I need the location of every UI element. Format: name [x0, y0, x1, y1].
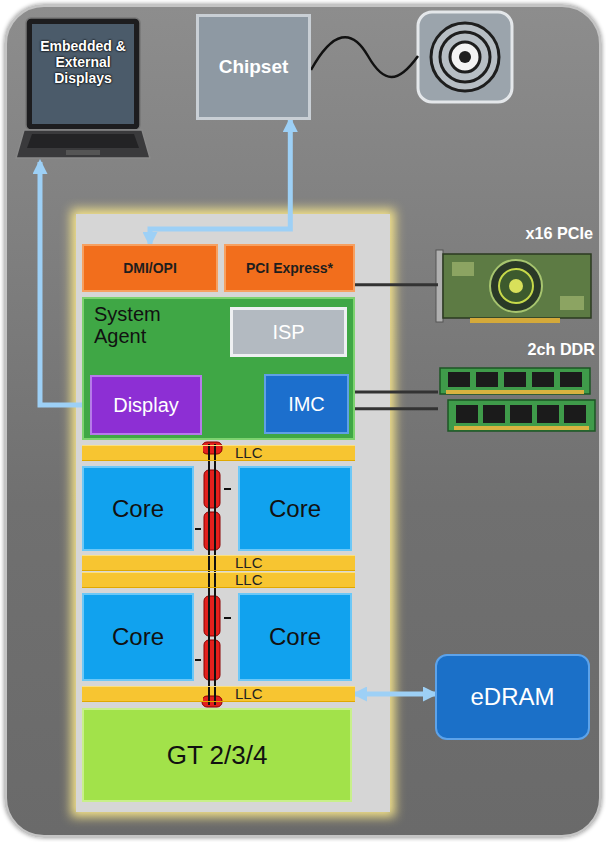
node-label: GT 2/3/4: [167, 740, 268, 771]
chipset-box: Chipset: [196, 14, 311, 120]
graphics-block: GT 2/3/4: [82, 708, 352, 802]
node-label: LLC: [235, 687, 263, 701]
isp-block: ISP: [230, 307, 347, 357]
cpu-core: Core: [238, 593, 352, 681]
edram-box: eDRAM: [435, 654, 590, 740]
node-label: IMC: [288, 393, 325, 416]
node-label: Display: [113, 394, 179, 417]
node-label: Core: [112, 495, 164, 523]
node-label: LLC: [235, 556, 263, 570]
memory-modules: 2ch DDR: [438, 338, 595, 436]
link-line: [349, 391, 438, 394]
cpu-core: Core: [82, 593, 194, 681]
node-label: x16 PCIe: [526, 224, 594, 243]
node-label: Embedded & External Displays: [38, 38, 128, 86]
io-block: PCI Express*: [224, 244, 355, 292]
node-label: System Agent: [94, 303, 214, 347]
graphics-card: x16 PCIe: [438, 222, 593, 322]
node-label: Core: [112, 623, 164, 651]
node-label: eDRAM: [470, 683, 554, 711]
dimm-illustration: [440, 368, 595, 431]
link-line: [355, 283, 438, 286]
cache-band: LLC: [82, 572, 355, 588]
cache-band: LLC: [82, 555, 355, 571]
node-label: 2ch DDR: [528, 340, 595, 359]
node-label: LLC: [235, 446, 263, 460]
cable-wire: [311, 37, 418, 77]
graphics-card-illustration: [436, 250, 591, 323]
io-block: DMI/OPI: [82, 244, 218, 292]
node-label: LLC: [235, 573, 263, 587]
node-label: Core: [269, 623, 321, 651]
cache-band: LLC: [82, 445, 355, 461]
cache-band: LLC: [82, 686, 355, 702]
display-block: Display: [90, 375, 202, 435]
bus-arrow: [355, 692, 435, 697]
cpu-core: Core: [238, 466, 352, 551]
display-laptop: Embedded & External Displays: [18, 12, 146, 162]
link-line: [349, 407, 438, 410]
laptop-illustration: [16, 18, 150, 158]
node-label: Chipset: [219, 56, 289, 78]
system-agent: System Agent ISP Display IMC: [82, 297, 355, 440]
bus-arrow: [150, 120, 290, 244]
node-label: DMI/OPI: [123, 260, 177, 276]
node-label: PCI Express*: [246, 260, 333, 276]
node-label: Core: [269, 495, 321, 523]
webcam-illustration: [418, 12, 512, 102]
node-label: ISP: [272, 321, 304, 344]
memory-controller: IMC: [264, 374, 349, 434]
cpu-core: Core: [82, 466, 194, 551]
dimm-chips: [448, 372, 586, 423]
